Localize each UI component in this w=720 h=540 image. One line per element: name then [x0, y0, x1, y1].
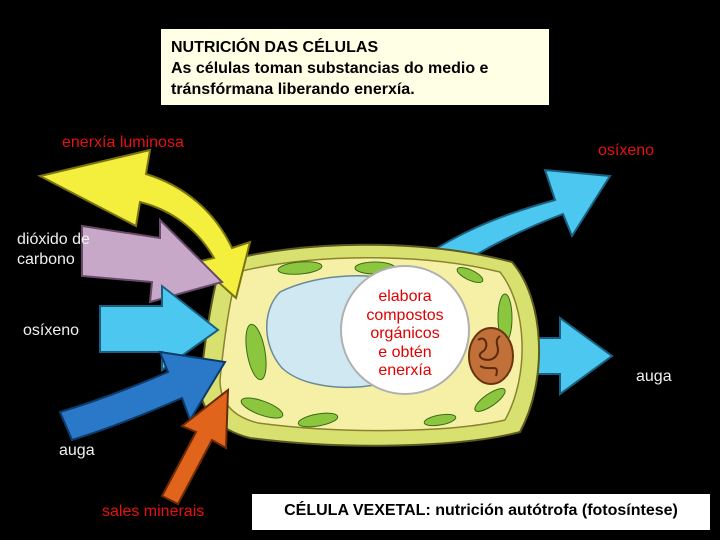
label-light-energy: enerxía luminosa — [62, 134, 184, 151]
nucleus — [340, 265, 470, 395]
light-arrow — [37, 148, 252, 300]
co2-arrow — [81, 217, 224, 304]
footer-caption: CÉLULA VEXETAL: nutrición autótrofa (fot… — [252, 494, 710, 530]
water-in-arrow — [58, 350, 227, 442]
title-heading: NUTRICIÓN DAS CÉLULAS — [171, 39, 379, 56]
minerals-arrow — [160, 387, 230, 506]
label-co2-line1: dióxido de — [17, 231, 90, 248]
label-water-out: auga — [636, 368, 672, 385]
title-line-3: tránsfórmana liberando enerxía. — [171, 81, 415, 98]
nucleus-text-line-2: compostos — [366, 306, 444, 324]
label-oxygen-in: osíxeno — [23, 322, 80, 339]
label-water-in: auga — [59, 442, 95, 459]
title-line-2: As células toman substancias do medio e — [171, 60, 489, 77]
mitochondrion — [468, 327, 514, 385]
nucleus-text-line-3: orgánicos — [370, 325, 440, 342]
title-box: NUTRICIÓN DAS CÉLULAS As células toman s… — [161, 29, 549, 105]
label-oxygen-out: osíxeno — [598, 142, 655, 159]
label-co2-line2: carbono — [17, 251, 75, 268]
nucleus-text: elabora compostos orgánicos e obtén ener… — [352, 288, 458, 381]
mitochondrion-cristae — [477, 335, 501, 377]
oxygen-in-arrow — [99, 283, 220, 372]
nucleus-text-line-4: e obtén — [378, 343, 432, 361]
label-minerals: sales minerais — [102, 503, 205, 520]
nucleus-text-line-1: elabora — [378, 288, 432, 305]
nucleus-text-line-5: enerxía — [378, 362, 432, 379]
